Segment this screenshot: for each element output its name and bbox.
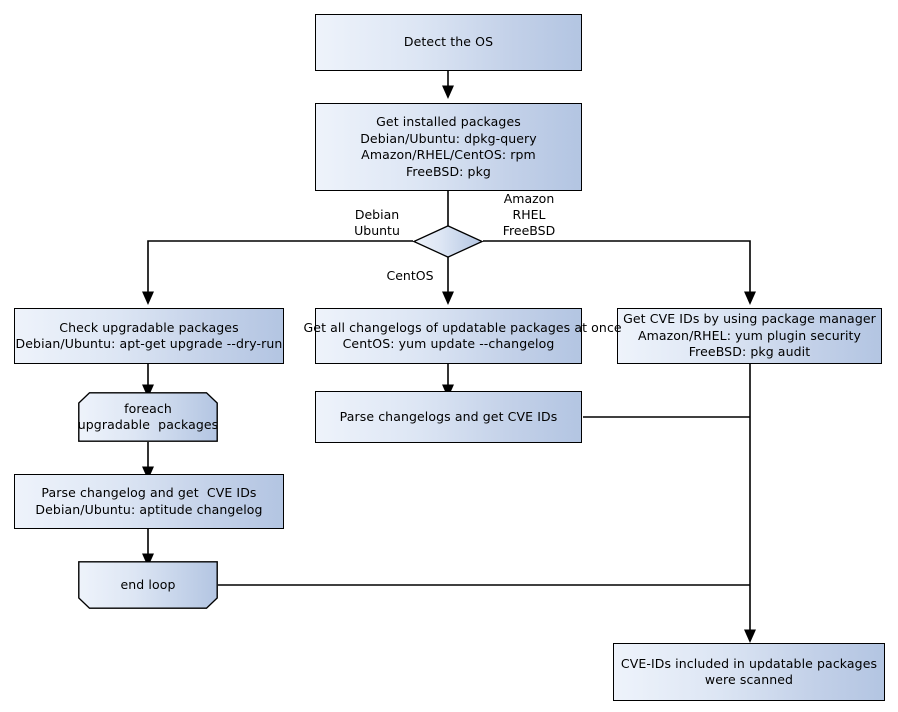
node-parse-changelog-cve-label: Parse changelog and get CVE IDs Debian/U…	[35, 485, 263, 517]
node-check-upgradable-packages-label: Check upgradable packages Debian/Ubuntu:…	[15, 319, 283, 352]
node-foreach-loop-label: foreach upgradable packages	[77, 400, 219, 433]
node-detect-os[interactable]: Detect the OS	[315, 14, 582, 71]
node-get-installed-packages[interactable]: Get installed packages Debian/Ubuntu: dp…	[315, 103, 582, 191]
node-get-installed-packages-label: Get installed packages Debian/Ubuntu: dp…	[360, 114, 537, 179]
node-end-loop[interactable]: end loop	[78, 561, 218, 609]
node-get-cve-ids-pkgmanager[interactable]: Get CVE IDs by using package manager Ama…	[617, 308, 882, 364]
edge-label-amazon-rhel-freebsd: Amazon RHEL FreeBSD	[502, 191, 556, 238]
diamond-shape	[412, 225, 484, 258]
node-foreach-loop[interactable]: foreach upgradable packages	[78, 392, 218, 442]
node-os-decision[interactable]	[412, 225, 484, 258]
loop-start-shape	[78, 392, 218, 442]
node-end-loop-label: end loop	[120, 576, 176, 592]
node-get-all-changelogs-label: Get all changelogs of updatable packages…	[303, 319, 622, 352]
edge-decision-to-cve-pkgmanager	[483, 240, 757, 306]
loop-end-shape	[78, 561, 218, 609]
node-scan-complete[interactable]: CVE-IDs included in updatable packages w…	[613, 643, 885, 701]
node-scan-complete-label: CVE-IDs included in updatable packages w…	[620, 655, 878, 688]
node-detect-os-label: Detect the OS	[403, 34, 494, 50]
edge-label-debian-ubuntu: Debian Ubuntu	[354, 207, 400, 238]
node-get-all-changelogs[interactable]: Get all changelogs of updatable packages…	[304, 308, 622, 364]
node-parse-changelogs-cve[interactable]: Parse changelogs and get CVE IDs	[315, 391, 582, 443]
node-check-upgradable-packages[interactable]: Check upgradable packages Debian/Ubuntu:…	[14, 308, 284, 364]
edge-decision-to-check-upgradable	[141, 240, 413, 306]
node-parse-changelog-cve[interactable]: Parse changelog and get CVE IDs Debian/U…	[14, 474, 284, 529]
node-get-cve-ids-pkgmanager-label: Get CVE IDs by using package manager Ama…	[623, 311, 876, 360]
node-parse-changelogs-cve-label: Parse changelogs and get CVE IDs	[339, 408, 558, 424]
edge-label-centos: CentOS	[386, 268, 434, 283]
